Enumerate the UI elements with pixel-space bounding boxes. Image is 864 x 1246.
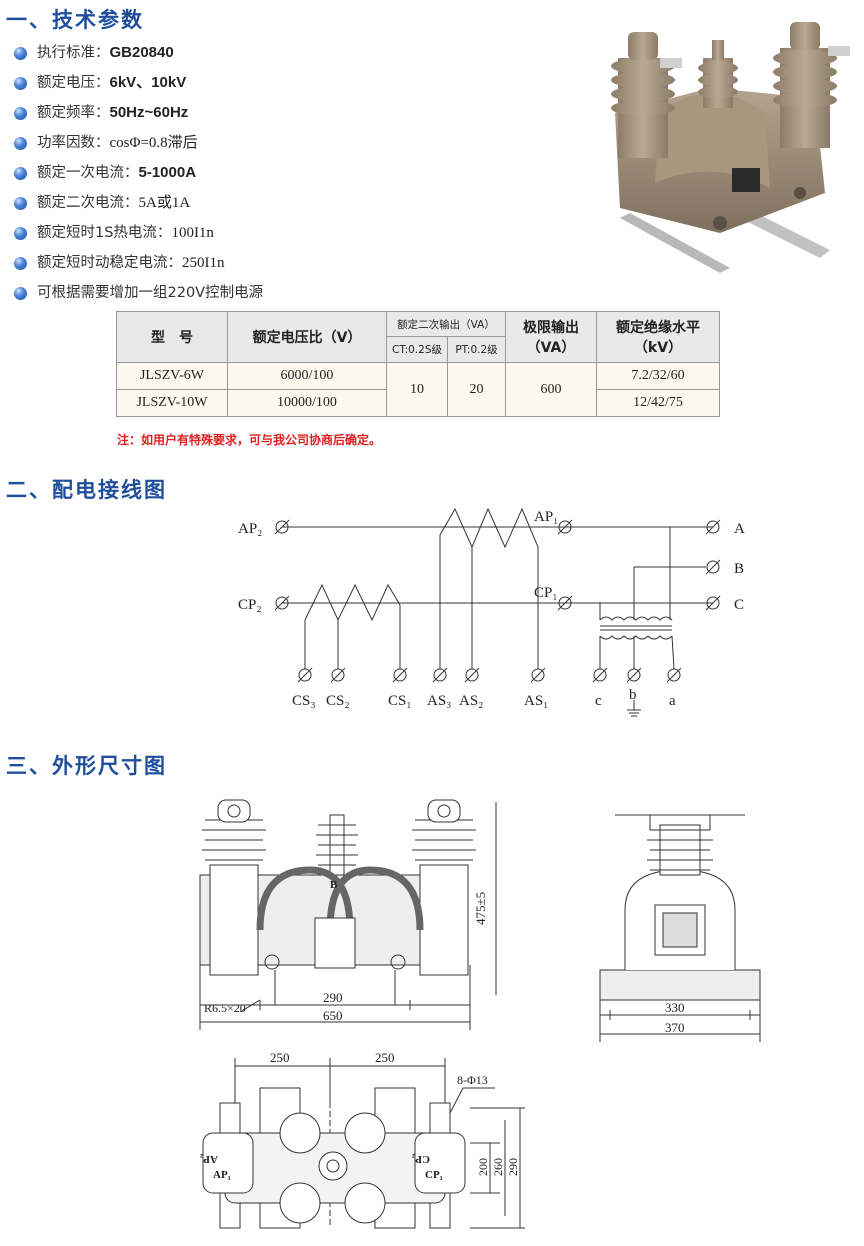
cell-ratio: 6000/100 — [227, 362, 387, 390]
section-title-dimensions: 三、外形尺寸图 — [6, 754, 167, 778]
th-ct: CT:0.2S级 — [386, 336, 448, 363]
bullet-icon — [14, 76, 27, 90]
th-model: 型 号 — [116, 311, 228, 363]
section-title-wiring: 二、配电接线图 — [6, 478, 167, 502]
label-ap1-top: AP₁ — [213, 1169, 231, 1181]
label-c-lower: c — [595, 693, 602, 709]
dim-370: 370 — [665, 1020, 685, 1035]
bullet-icon — [14, 256, 27, 270]
dim-650: 650 — [323, 1008, 343, 1023]
label-ap1: AP₁ — [534, 509, 558, 525]
cell-pt: 20 — [447, 362, 506, 417]
th-ratio: 额定电压比（V） — [227, 311, 387, 363]
bullet-icon — [14, 166, 27, 180]
spec-list: 执行标准：GB20840 额定电压：6kV、10kV 额定频率：50Hz~60H… — [14, 38, 263, 308]
dim-250-right: 250 — [375, 1050, 395, 1065]
label-cp1-top: CP₁ — [425, 1169, 443, 1181]
bullet-icon — [14, 106, 27, 120]
label-c-upper: C — [734, 597, 744, 613]
label-cs2: CS₂ — [326, 693, 350, 709]
cell-insulation: 7.2/32/60 — [596, 362, 720, 390]
bullet-icon — [14, 136, 27, 150]
section-title-specs: 一、技术参数 — [6, 8, 144, 32]
cell-ct: 10 — [386, 362, 448, 417]
label-as1: AS₁ — [524, 693, 548, 709]
spec-item: 额定电压：6kV、10kV — [14, 68, 263, 98]
top-view-drawing: 250 250 8-Φ13 200 260 290 AP₂ AP₁ CP₂ CP… — [199, 1050, 525, 1229]
spec-item: 可根据需要增加一组220V控制电源 — [14, 278, 263, 308]
spec-item: 额定频率：50Hz~60Hz — [14, 98, 263, 128]
label-b-mark: B — [330, 879, 338, 891]
spec-item: 执行标准：GB20840 — [14, 38, 263, 68]
product-photo — [611, 22, 850, 273]
label-b-upper: B — [734, 561, 744, 577]
spec-item: 额定二次电流：5A或1A — [14, 188, 263, 218]
dim-260: 260 — [491, 1158, 505, 1176]
note-text: 注：如用户有特殊要求，可与我公司协商后确定。 — [117, 433, 382, 447]
label-a-upper: A — [734, 521, 745, 537]
spec-table: 型 号 额定电压比（V） 额定二次输出（VA） 极限输出（VA） 额定绝缘水平（… — [116, 311, 720, 417]
label-cp2-top: CP₂ — [411, 1153, 430, 1165]
bullet-icon — [14, 46, 27, 60]
spec-item: 额定一次电流：5-1000A — [14, 158, 263, 188]
label-cp2: CP₂ — [238, 597, 262, 613]
dim-r65: R6.5×20 — [204, 1001, 246, 1015]
spec-item: 额定短时动稳定电流：250I1n — [14, 248, 263, 278]
label-ap2-top: AP₂ — [199, 1153, 218, 1165]
dim-475: 475±5 — [473, 892, 488, 925]
bullet-icon — [14, 196, 27, 210]
cell-model: JLSZV-10W — [116, 389, 228, 417]
cell-insulation: 12/42/75 — [596, 389, 720, 417]
wiring-diagram: AP₂ CP₂ AP₁ CP₁ A B C CS₃ CS₂ CS₁ AS₃ AS… — [238, 507, 745, 717]
dim-330: 330 — [665, 1000, 685, 1015]
dim-290: 290 — [323, 990, 343, 1005]
dim-290-vert: 290 — [506, 1158, 520, 1176]
label-as3: AS₃ — [427, 693, 451, 709]
cell-limit: 600 — [505, 362, 597, 417]
spec-item: 额定短时1S热电流：100I1n — [14, 218, 263, 248]
label-a-lower: a — [669, 693, 676, 709]
dim-200: 200 — [476, 1158, 490, 1176]
terminal-icons — [274, 519, 721, 683]
side-view-drawing: 330 370 — [599, 814, 761, 1042]
spec-item: 功率因数：cosΦ=0.8滞后 — [14, 128, 263, 158]
bullet-icon — [14, 226, 27, 240]
dim-holes: 8-Φ13 — [457, 1073, 488, 1087]
label-ap2: AP₂ — [238, 521, 262, 537]
label-cs1: CS₁ — [388, 693, 412, 709]
label-as2: AS₂ — [459, 693, 483, 709]
label-cp1: CP₁ — [534, 585, 558, 601]
th-pt: PT:0.2级 — [447, 336, 506, 363]
front-view-drawing: B 475±5 R6.5×20 290 650 — [199, 799, 497, 1030]
th-limit: 极限输出（VA） — [505, 311, 597, 363]
label-b-lower: b — [629, 687, 637, 703]
label-cs3: CS₃ — [292, 693, 316, 709]
cell-ratio: 10000/100 — [227, 389, 387, 417]
th-secondary: 额定二次输出（VA） — [386, 311, 506, 337]
dim-250-left: 250 — [270, 1050, 290, 1065]
bullet-icon — [14, 286, 27, 300]
th-insulation: 额定绝缘水平（kV） — [596, 311, 720, 363]
cell-model: JLSZV-6W — [116, 362, 228, 390]
